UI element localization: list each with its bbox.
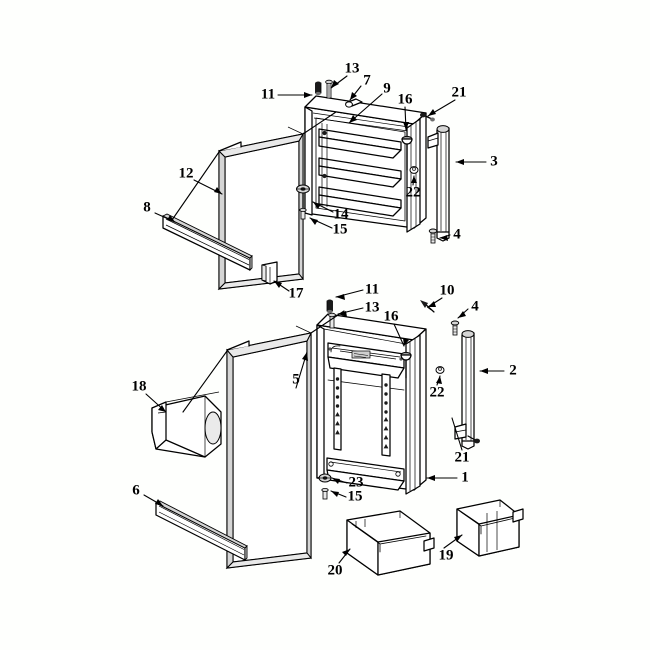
- callout-4-upper: 4: [453, 226, 461, 242]
- part-13-hinge-pin-upper: [325, 79, 333, 99]
- part-6-lower-trim-strip: [154, 500, 248, 562]
- part-22-trim-plug-lower: [435, 366, 445, 374]
- part-18-door-handle-end-cap: [151, 391, 222, 458]
- callout-13-upper: 13: [345, 60, 360, 76]
- part-23-hinge-pin-bushing: [318, 473, 332, 483]
- callout-numbers: 11 13 7 9 16 21 3 12 8 22 14 15 4 17 11 …: [132, 60, 517, 578]
- callout-20: 20: [328, 562, 343, 578]
- part-21-handle-set-screw-upper: [420, 112, 435, 122]
- part-15-hinge-pin-lower-upper-assy: [299, 207, 307, 220]
- part-5-refrigerator-door-gasket: [225, 325, 312, 570]
- part-11-hinge-bushing-lower: [326, 299, 333, 314]
- callout-15-upper: 15: [333, 221, 348, 237]
- callout-2: 2: [509, 362, 517, 378]
- callout-9: 9: [383, 80, 391, 96]
- part-19-small-door-bin: [456, 499, 524, 557]
- part-3-freezer-door-handle: [427, 125, 450, 242]
- part-10-hinge-screw: [420, 300, 435, 313]
- part-8-freezer-trim-strip: [161, 213, 253, 272]
- callout-15-lower: 15: [348, 488, 363, 504]
- callout-18: 18: [132, 378, 147, 394]
- callout-21-lower: 21: [455, 449, 470, 465]
- callout-14: 14: [334, 206, 350, 222]
- part-22-trim-plug-upper: [409, 166, 419, 174]
- part-1-refrigerator-door-outer-panel: [316, 313, 427, 495]
- part-4-handle-screw-lower: [450, 320, 460, 336]
- callout-12: 12: [179, 165, 194, 181]
- callout-11-upper: 11: [261, 86, 275, 102]
- callout-19: 19: [439, 547, 454, 563]
- part-15-hinge-pin-lowest: [321, 487, 329, 500]
- callout-22-upper: 22: [406, 184, 421, 200]
- callout-10: 10: [440, 282, 455, 298]
- part-17-corner-trim-cap: [261, 261, 278, 285]
- part-13-hinge-pin-lower: [328, 312, 336, 329]
- callout-21-upper: 21: [452, 84, 467, 100]
- part-11-hinge-bushing-upper: [315, 81, 322, 96]
- callout-13-lower: 13: [365, 299, 380, 315]
- callout-1: 1: [461, 469, 469, 485]
- callout-22-lower: 22: [430, 384, 445, 400]
- callout-16-lower: 16: [384, 308, 400, 324]
- part-16-door-stop-plug-lower: [400, 351, 412, 379]
- callout-11-lower: 11: [365, 281, 379, 297]
- callout-17: 17: [289, 285, 305, 301]
- callout-5: 5: [292, 371, 300, 387]
- part-2-refrigerator-door-handle: [454, 330, 475, 450]
- part-4-handle-screw-upper: [428, 228, 438, 244]
- part-9-freezer-door-liner: [304, 95, 427, 233]
- callout-4-lower: 4: [471, 298, 479, 314]
- part-16-door-stop-plug-upper: [401, 135, 413, 171]
- part-21-handle-set-screw-lower: [467, 435, 480, 444]
- callout-8: 8: [143, 199, 151, 215]
- callout-6: 6: [132, 482, 140, 498]
- callout-23: 23: [349, 474, 364, 490]
- callout-16-upper: 16: [398, 91, 414, 107]
- part-20-large-door-bin: [346, 510, 435, 576]
- callout-7: 7: [363, 72, 371, 88]
- callout-3: 3: [490, 153, 498, 169]
- part-7-hinge-pin-clip: [345, 98, 363, 108]
- part-12-freezer-door-gasket: [217, 126, 304, 291]
- leader-lines: [143, 75, 505, 564]
